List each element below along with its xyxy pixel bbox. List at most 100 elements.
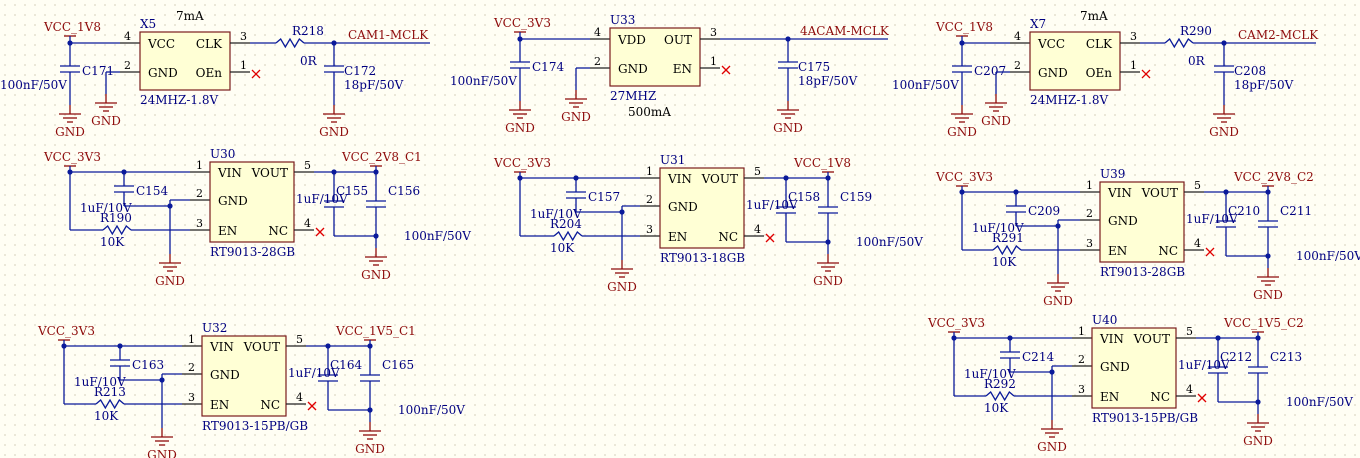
component-ref: X5 [140, 17, 156, 31]
capacitor [818, 178, 838, 242]
pin-name-vin: VIN [1107, 186, 1132, 200]
ldo-body [659, 167, 745, 249]
capacitor [1208, 338, 1228, 402]
output-cap-ref: C158 [788, 190, 820, 204]
component-ref: U40 [1092, 313, 1117, 327]
output-cap-ref: C208 [1234, 64, 1266, 78]
input-cap-value: 1uF/10V [80, 201, 132, 215]
vin-net-label: VCC_3V3 [493, 156, 551, 170]
resistor [520, 230, 616, 242]
vcc-net-label: VCC_3V3 [493, 16, 551, 30]
ground-label: GND [147, 448, 177, 458]
input-cap-ref: C171 [82, 64, 114, 78]
pin-number: 5 [296, 333, 303, 346]
vin-net-label: VCC_3V3 [37, 324, 95, 338]
ground-label: GND [773, 121, 803, 135]
ground-label: GND [607, 280, 637, 294]
ldo-body [1099, 181, 1185, 263]
resistor-ref: R290 [1180, 24, 1212, 38]
resistor-value: 0R [300, 54, 318, 68]
pin-name-gnd: GND [1100, 360, 1130, 374]
ground-symbol: GND [1253, 268, 1283, 302]
ground-label: GND [981, 114, 1011, 128]
pin-number: 3 [188, 391, 195, 404]
component-ref: U39 [1100, 167, 1125, 181]
pin-name-gnd: GND [210, 368, 240, 382]
pin-name-en: EN [1108, 244, 1127, 258]
no-connect-marker [1197, 393, 1207, 403]
resistor-value: 10K [984, 401, 1009, 415]
pin-name-en: EN [673, 62, 692, 76]
pin-name-vout: VOUT [701, 172, 738, 186]
no-connect-marker [1141, 69, 1151, 79]
capacitor [110, 346, 130, 380]
input-cap-ref: C214 [1022, 350, 1054, 364]
pin-number: 5 [304, 159, 311, 172]
output-cap-ref: C164 [330, 358, 362, 372]
resistor [64, 398, 156, 410]
ground-symbol: GND [55, 105, 85, 139]
capacitor [360, 346, 380, 410]
current-note: 500mA [628, 105, 671, 119]
pin-name-vcc: VCC [1037, 37, 1065, 51]
resistor [1140, 37, 1218, 49]
pin-number: 4 [124, 30, 131, 43]
pin-number: 4 [754, 223, 761, 236]
output-cap-value: 1uF/10V [1178, 358, 1230, 372]
vout-net-label: VCC_1V8 [793, 156, 851, 170]
output-cap-value: 1uF/10V [296, 192, 348, 206]
pin-name-en: EN [668, 230, 687, 244]
input-cap-ref: C154 [136, 184, 168, 198]
pin-number: 5 [1194, 179, 1201, 192]
resistor [954, 390, 1046, 402]
resistor-ref: R204 [550, 217, 582, 231]
pin-number: 4 [296, 391, 303, 404]
input-cap-value: 1uF/10V [74, 375, 126, 389]
capacitor [318, 346, 338, 410]
capacitor [366, 172, 386, 236]
bypass-cap-value: 100nF/50V [1296, 249, 1360, 263]
ground-symbol: GND [155, 254, 185, 288]
pin-name-gnd: GND [1038, 66, 1068, 80]
capacitor [1216, 192, 1236, 256]
capacitor [778, 39, 798, 91]
ground-label: GND [561, 110, 591, 124]
pin-number: 2 [124, 59, 131, 72]
resistor-value: 10K [94, 409, 119, 423]
oscillator-u33: VCC_3V3GNDC174100nF/50VGND42VDDGNDOUTENU… [450, 13, 890, 135]
ground-symbol: GND [355, 422, 385, 456]
ground-label: GND [1043, 294, 1073, 308]
ground-label: GND [55, 125, 85, 139]
input-cap-value: 1uF/10V [964, 367, 1016, 381]
pin-number: 4 [1194, 237, 1201, 250]
resistor-ref: R291 [992, 231, 1024, 245]
ground-symbol: GND [361, 248, 391, 282]
component-value: 24MHZ-1.8V [1030, 93, 1108, 107]
ground-label: GND [319, 125, 349, 139]
input-cap-value: 1uF/10V [530, 207, 582, 221]
no-connect-marker [315, 227, 325, 237]
output-cap-ref: C212 [1220, 350, 1252, 364]
input-cap-value: 100nF/50V [450, 74, 517, 88]
pin-number: 3 [710, 26, 717, 39]
ground-label: GND [1243, 434, 1273, 448]
ground-label: GND [361, 268, 391, 282]
pin-number: 3 [1130, 30, 1137, 43]
input-cap-ref: C157 [588, 190, 620, 204]
pin-name-nc: NC [1150, 390, 1170, 404]
pin-name-en: OEn [196, 66, 223, 80]
ground-label: GND [1209, 125, 1239, 139]
capacitor [1214, 43, 1234, 95]
output-cap-ref: C155 [336, 184, 368, 198]
input-cap-ref: C174 [532, 60, 564, 74]
pin-number: 3 [646, 223, 653, 236]
input-cap-value: 1uF/10V [972, 221, 1024, 235]
capacitor [1258, 192, 1278, 256]
pin-name-vcc: VDD [617, 33, 646, 47]
oscillator-body [139, 31, 231, 91]
pin-number: 2 [196, 187, 203, 200]
component-ref: U31 [660, 153, 685, 167]
